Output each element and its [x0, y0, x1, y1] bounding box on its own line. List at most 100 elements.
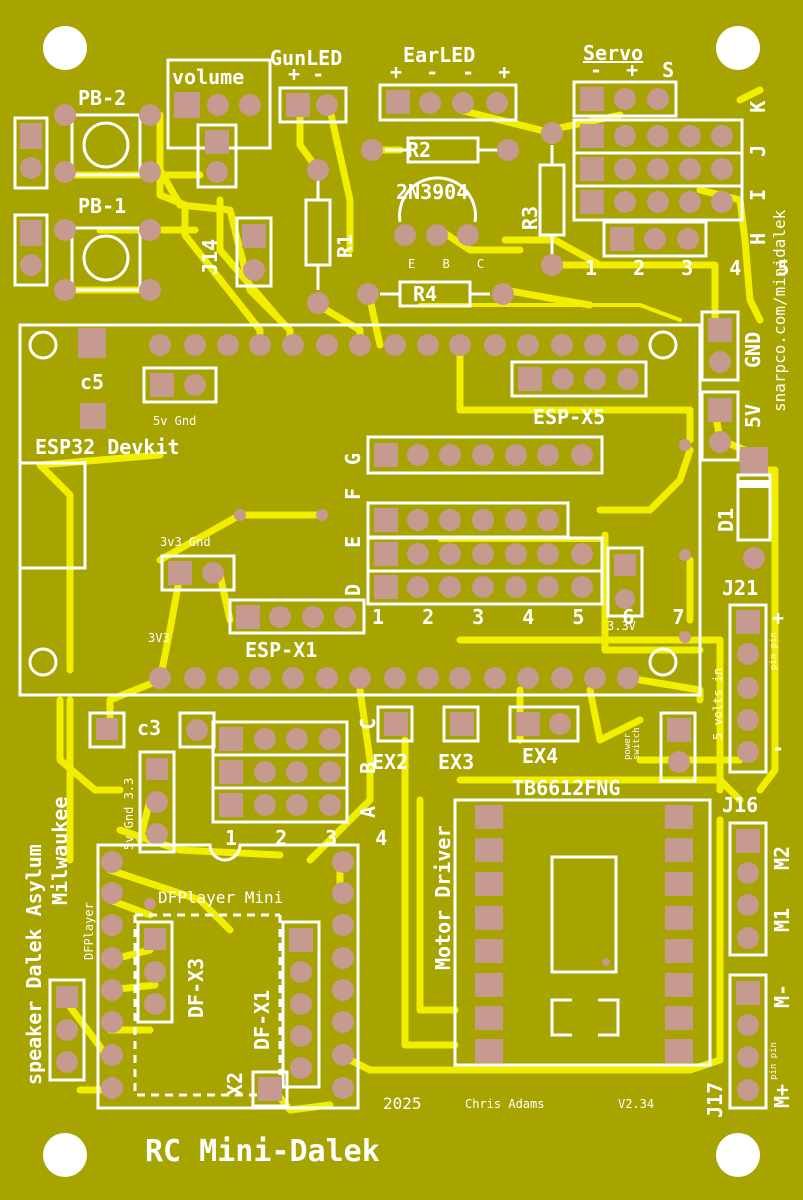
mounting-hole — [43, 26, 87, 70]
def-col-labels: 1 2 3 4 5 6 7 — [372, 605, 698, 629]
dfx3-header — [136, 920, 174, 1024]
pb1-label: PB-1 — [78, 194, 127, 218]
j21-header — [728, 603, 768, 774]
g-label: G — [341, 452, 365, 465]
dfplayer-module — [96, 843, 360, 1110]
abc-header — [211, 720, 349, 824]
mminus-label: M- — [770, 983, 794, 1008]
dfplayer-power-header — [138, 750, 176, 854]
earled-label: EarLED — [403, 43, 476, 67]
espx1-header — [228, 598, 366, 635]
servo-col-labels: 1 2 3 4 5 — [585, 256, 802, 280]
pb1-switch — [13, 213, 161, 301]
tb6612fng-module — [453, 798, 712, 1067]
side-label-1: speaker Dalek Asylum — [22, 844, 46, 1085]
r4-label: R4 — [413, 282, 438, 306]
board-title: RC Mini-Dalek — [145, 1134, 380, 1169]
fivev-label: 5V — [741, 403, 765, 428]
r3-resistor — [538, 122, 566, 276]
esp32-bottom-header — [149, 667, 639, 689]
tb-right-pins — [665, 805, 693, 1063]
ex2-label: EX2 — [372, 750, 409, 774]
footer-year: 2025 — [383, 1094, 422, 1113]
threev3-gnd-header — [160, 554, 236, 592]
mplus-label: M+ — [770, 1083, 794, 1108]
abc-col-labels: 1 2 3 4 — [225, 826, 401, 850]
three3v-header — [606, 546, 644, 618]
pb2-label: PB-2 — [78, 86, 127, 110]
gnd-header — [700, 310, 740, 382]
esp32-top-header — [78, 328, 639, 358]
r1-resistor — [304, 159, 332, 314]
dfplayer-small-label: DFPlayer — [82, 902, 96, 960]
dfplayer-mini-label: DFPlayer Mini — [158, 888, 284, 907]
c5-capacitor — [80, 403, 106, 429]
r2-label: R2 — [407, 138, 432, 162]
transistor-2n3904 — [394, 176, 479, 246]
esp32-label: ESP32 Devkit — [35, 435, 180, 459]
j21-label: J21 — [722, 576, 759, 600]
gunled-polarity: + - — [288, 62, 325, 86]
gnd-label: GND — [741, 331, 765, 368]
dfx3-label: DF-X3 — [184, 957, 208, 1018]
usb-connector — [18, 461, 87, 570]
d1-diode — [736, 447, 772, 569]
mounting-hole — [716, 26, 760, 70]
ebc-label: E B C — [408, 257, 495, 271]
def-header — [366, 501, 604, 606]
footer-author: Chris Adams — [465, 1097, 545, 1111]
def-label: D E F — [341, 475, 365, 596]
mounting-hole — [716, 1133, 760, 1177]
threev3-label: 3V3 — [148, 631, 170, 645]
j21-plus: + — [772, 606, 785, 630]
j21-minus: - — [772, 736, 785, 760]
x2-label: X2 — [223, 1071, 247, 1096]
transistor-label: 2N3904 — [396, 180, 469, 204]
dfx1-label: DF-X1 — [250, 989, 274, 1050]
side-label-2: Milwaukee — [48, 796, 72, 905]
fivev-header — [700, 390, 740, 462]
c3-label: c3 — [137, 716, 162, 740]
motor-driver-label: Motor Driver — [431, 825, 455, 971]
dfx1-header — [281, 920, 321, 1089]
esp32-hole — [648, 647, 678, 677]
c5-label: c5 — [80, 370, 105, 394]
tb-label: TB6612FNG — [512, 776, 621, 800]
gunled-header — [278, 86, 348, 124]
fivev-gnd-label: 5v Gnd — [153, 414, 197, 428]
r1-label: R1 — [333, 233, 357, 258]
power-switch-header — [659, 711, 697, 783]
tb-left-pins — [475, 805, 503, 1063]
dfplayer-power-label: 5v Gnd 3.3 — [122, 777, 136, 850]
j16-label: J16 — [722, 793, 759, 817]
servo-label: Servo — [583, 41, 644, 65]
five-volts-in-label: 5 volts in — [711, 667, 725, 740]
servo-polarity: - + S — [590, 58, 681, 82]
earled-polarity: + - - + — [390, 60, 517, 84]
j17-pin-label: pin pin — [769, 1042, 779, 1080]
r3-label: R3 — [518, 205, 542, 230]
fivev-gnd-header — [142, 366, 218, 404]
speaker-header — [48, 978, 86, 1082]
espx1-label: ESP-X1 — [245, 638, 318, 662]
servo-header — [572, 80, 744, 258]
volume-label: volume — [172, 65, 245, 89]
power-switch-label: power switch — [623, 727, 642, 760]
gunled-label: GunLED — [270, 46, 343, 70]
servo-row-labels: H I J K — [746, 90, 770, 245]
volume-pot — [166, 58, 272, 189]
threev3-gnd-label: 3v3 Gnd — [160, 535, 211, 549]
j16-header — [728, 821, 768, 957]
j14-header — [235, 216, 273, 288]
ex3-label: EX3 — [438, 750, 475, 774]
j21-pin-label: pin pin — [769, 632, 779, 670]
espx5-header — [510, 360, 648, 398]
site-url: snarpco.com/minidalek — [770, 209, 789, 412]
esp32-hole — [28, 647, 58, 677]
r2-resistor — [361, 136, 519, 164]
ex3-pad — [442, 705, 480, 743]
m1-label: M1 — [770, 907, 794, 932]
ex4-label: EX4 — [522, 744, 559, 768]
g-header — [366, 435, 604, 475]
